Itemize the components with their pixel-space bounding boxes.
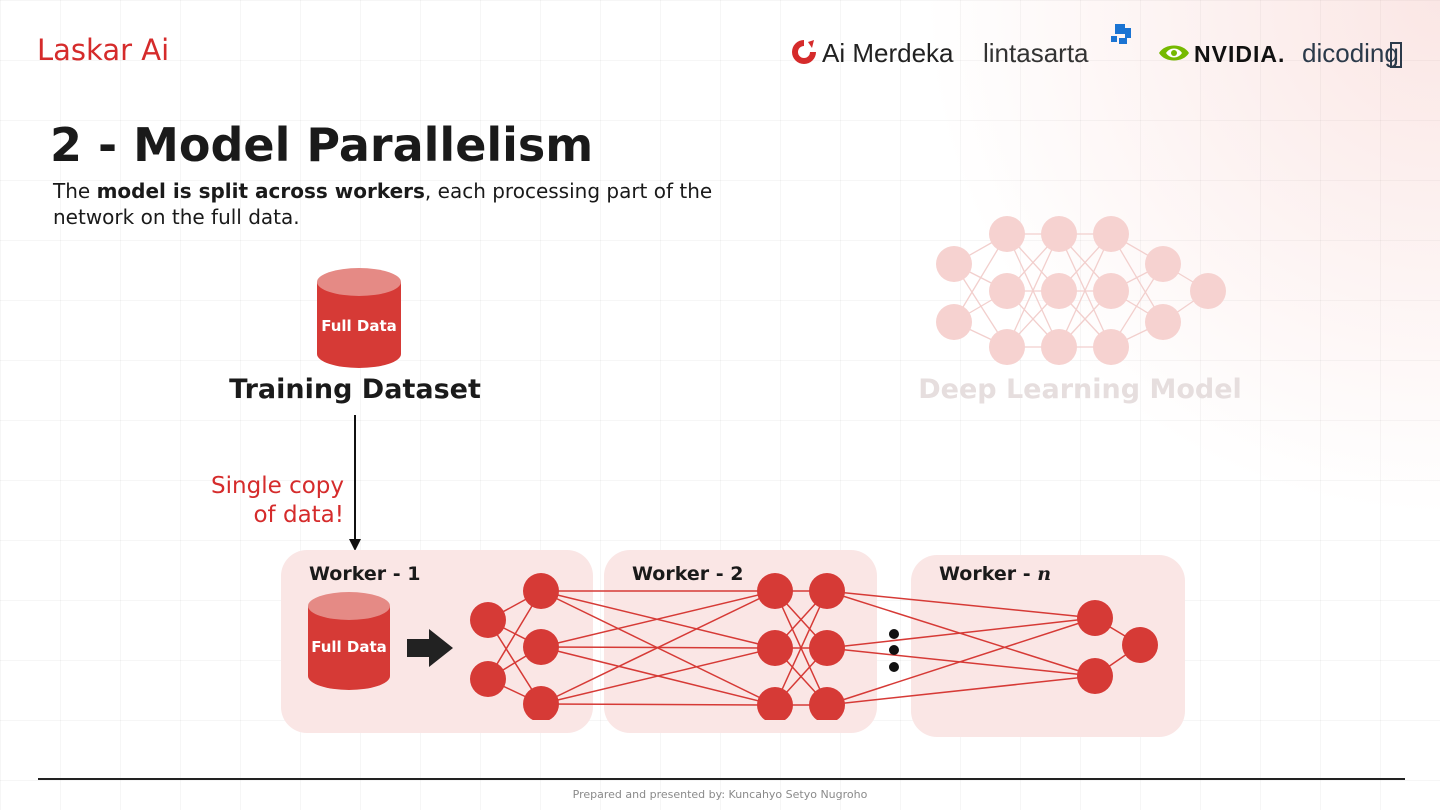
model-node (1093, 273, 1129, 309)
note-line-1: Single copy (211, 473, 344, 499)
model-node (936, 304, 972, 340)
worker-1-data-cylinder-icon (308, 592, 390, 690)
model-node (989, 329, 1025, 365)
subtitle-bold: model is split across workers (96, 179, 425, 203)
nvidia-eye-icon (1159, 45, 1189, 61)
deep-learning-model-label: Deep Learning Model (918, 374, 1242, 405)
dataset-cylinder-icon (317, 268, 401, 368)
training-dataset-label: Training Dataset (229, 374, 481, 405)
footer-credit: Prepared and presented by: Kuncahyo Sety… (572, 788, 868, 801)
network-node (757, 687, 793, 720)
network-node (523, 686, 559, 720)
page-title: 2 - Model Parallelism (50, 118, 594, 172)
deep-learning-model-network (936, 216, 1226, 365)
model-node (1041, 329, 1077, 365)
arrow-right-icon (407, 629, 453, 667)
note-line-2: of data! (253, 502, 344, 528)
dataset-cylinder-label: Full Data (321, 317, 397, 335)
worker-n-label: Worker - n (939, 563, 1051, 585)
network-node (757, 630, 793, 666)
brand-logo: Laskar Ai (37, 33, 170, 67)
ellipsis-icon (889, 629, 899, 672)
network-node (757, 573, 793, 609)
network-node (1122, 627, 1158, 663)
partner-logos: Ai Merdeka lintasarta NVIDIA. dicoding (790, 24, 1410, 78)
network-node (809, 573, 845, 609)
partner-nvidia: NVIDIA. (1194, 41, 1286, 67)
footer-divider (38, 778, 1405, 780)
subtitle-pre: The (53, 179, 97, 203)
network-node (809, 687, 845, 720)
model-node (1145, 304, 1181, 340)
model-node (1041, 273, 1077, 309)
network-node (809, 630, 845, 666)
model-node (1145, 246, 1181, 282)
network-node (1077, 600, 1113, 636)
model-node (1190, 273, 1226, 309)
worker-1-cylinder-label: Full Data (311, 638, 387, 656)
ai-merdeka-logo-icon (792, 40, 816, 64)
network-node (523, 629, 559, 665)
worker-2-label: Worker - 2 (632, 563, 744, 585)
subtitle: The model is split across workers, each … (53, 178, 753, 230)
dicoding-logo-icon (1390, 42, 1402, 68)
down-arrow-icon (349, 415, 361, 551)
model-node (1041, 216, 1077, 252)
network-node (470, 602, 506, 638)
single-copy-note: Single copy of data! (170, 472, 344, 530)
network-node (1077, 658, 1113, 694)
partner-lintasarta: lintasarta (983, 38, 1089, 68)
lintasarta-logo-icon (1111, 24, 1131, 44)
model-node (989, 216, 1025, 252)
partner-ai-merdeka: Ai Merdeka (822, 38, 954, 68)
model-node (1093, 329, 1129, 365)
split-network (470, 573, 1158, 720)
worker-n-label-prefix: Worker - (939, 563, 1038, 585)
worker-1-label: Worker - 1 (309, 563, 421, 585)
model-node (936, 246, 972, 282)
subtitle-post: , each processing part of the network on… (53, 179, 713, 229)
partner-dicoding: dicoding (1302, 38, 1399, 68)
worker-n-label-var: n (1037, 563, 1052, 585)
network-node (523, 573, 559, 609)
network-node (470, 661, 506, 697)
model-node (1093, 216, 1129, 252)
model-node (989, 273, 1025, 309)
